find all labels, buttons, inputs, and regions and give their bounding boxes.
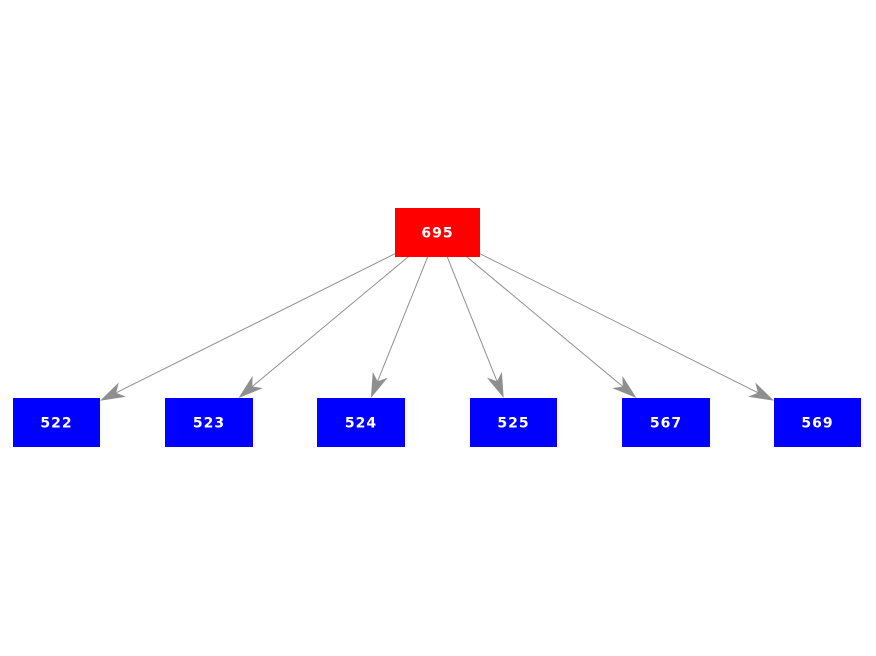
edge-695-524	[377, 232, 438, 382]
node-label-522: 522	[40, 416, 72, 432]
graph-node-522: 522	[13, 398, 100, 447]
node-box-569	[774, 398, 861, 447]
node-box-522	[13, 398, 100, 447]
graph-node-567: 567	[622, 398, 710, 447]
edge-695-523	[251, 232, 438, 387]
graph-node-695: 695	[395, 208, 480, 257]
arrowhead-695-567	[612, 375, 637, 398]
node-label-525: 525	[497, 416, 529, 432]
arrowhead-695-569	[748, 382, 774, 401]
arrowhead-695-522	[100, 382, 126, 401]
graph-node-569: 569	[774, 398, 861, 447]
arrowhead-695-524	[370, 371, 388, 398]
node-box-524	[317, 398, 405, 447]
edge-695-525	[437, 232, 498, 382]
node-box-523	[165, 398, 253, 447]
edge-695-567	[437, 232, 624, 387]
node-label-569: 569	[801, 416, 833, 432]
arrowhead-695-525	[486, 371, 504, 398]
node-label-567: 567	[650, 416, 682, 432]
node-layer: 695 522 523 524 525 567 569	[13, 208, 861, 447]
node-box-567	[622, 398, 710, 447]
node-box-525	[470, 398, 557, 447]
node-box-695	[395, 208, 480, 257]
graph-node-523: 523	[165, 398, 253, 447]
node-label-524: 524	[345, 416, 377, 432]
graph-node-524: 524	[317, 398, 405, 447]
edge-695-569	[437, 232, 759, 394]
arrowhead-695-523	[238, 375, 263, 398]
node-label-695: 695	[421, 226, 453, 242]
node-label-523: 523	[193, 416, 225, 432]
edge-layer	[100, 232, 774, 401]
graph-node-525: 525	[470, 398, 557, 447]
edge-695-522	[115, 232, 438, 394]
